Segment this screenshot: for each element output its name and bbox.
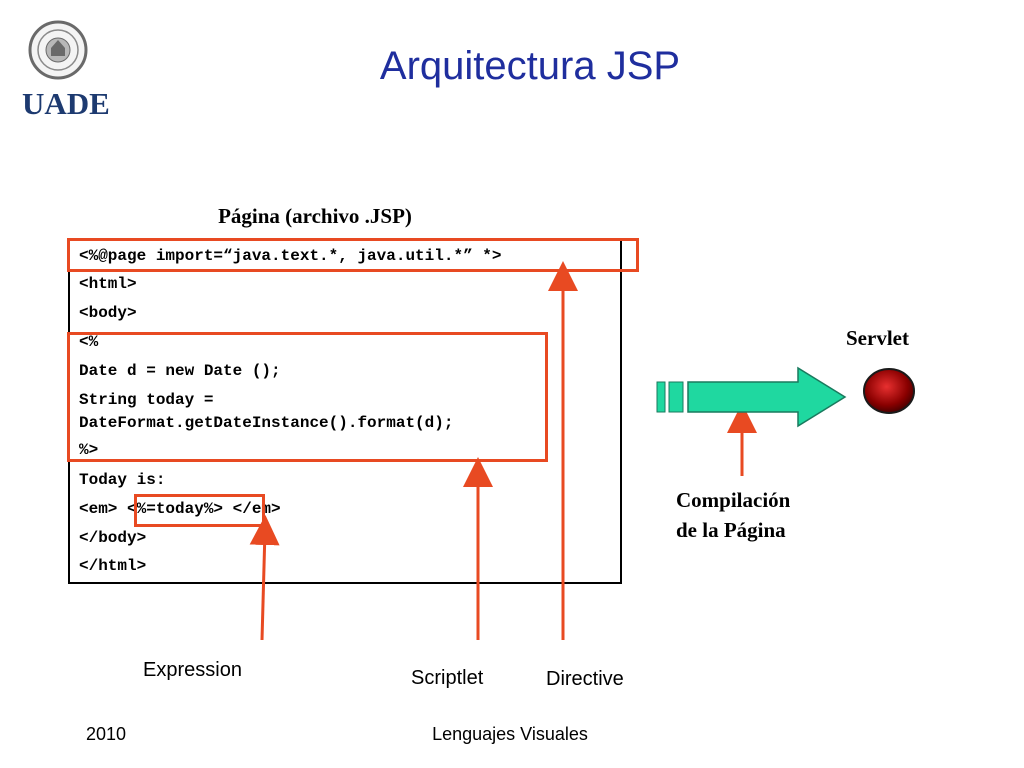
footer-course: Lenguajes Visuales — [432, 724, 588, 744]
slide-title: Arquitectura JSP — [379, 44, 681, 88]
uade-logo — [18, 18, 104, 122]
compilation-block-arrow-icon — [656, 366, 847, 428]
code-line-body-close: </body> — [79, 529, 147, 547]
expression-highlight-box — [134, 494, 265, 527]
code-line-body-open: <body> — [79, 304, 137, 322]
code-line-scriptlet-close: %> — [79, 441, 99, 459]
code-line-scriptlet-open: <% — [79, 333, 99, 351]
code-line-dateformat: DateFormat.getDateInstance().format(d); — [79, 414, 454, 432]
code-line-date: Date d = new Date (); — [79, 362, 281, 380]
code-line-today-is: Today is: — [79, 471, 166, 489]
directive-label: Directive — [546, 668, 624, 690]
logo-text: UADE — [22, 86, 110, 121]
code-line-html-close: </html> — [79, 557, 147, 575]
scriptlet-label: Scriptlet — [411, 667, 484, 689]
code-line-string-today: String today = — [79, 391, 214, 409]
uade-seal-icon — [28, 20, 88, 80]
expression-arrow — [249, 515, 280, 641]
code-line-em: <em> <%=today%> </em> — [79, 500, 281, 518]
compilation-label-line2: de la Página — [676, 518, 786, 542]
scriptlet-highlight-box — [67, 332, 548, 462]
servlet-ball-icon — [863, 368, 915, 414]
code-block-title: Página (archivo .JSP) — [218, 204, 412, 228]
expression-label: Expression — [143, 659, 242, 681]
code-line-directive: <%@page import=“java.text.*, java.util.*… — [79, 247, 502, 265]
footer-year: 2010 — [86, 724, 127, 744]
directive-highlight-box — [67, 238, 639, 272]
code-line-html-open: <html> — [79, 275, 137, 293]
servlet-label: Servlet — [846, 326, 909, 350]
compilation-label-line1: Compilación — [676, 488, 791, 512]
